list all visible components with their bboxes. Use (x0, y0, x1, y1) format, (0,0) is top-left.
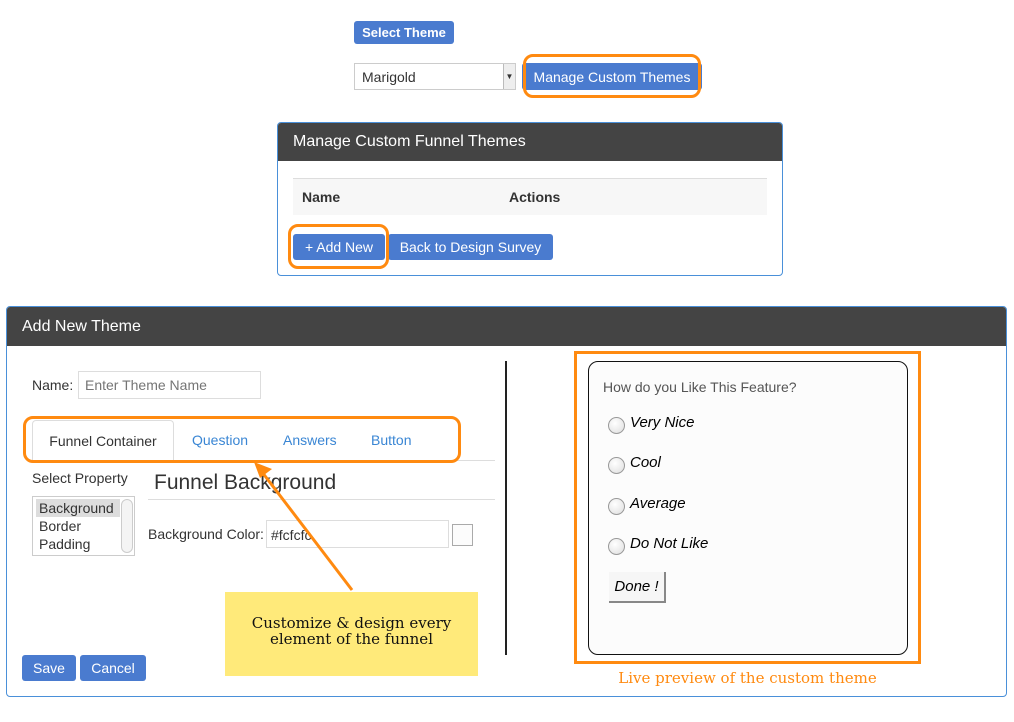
property-item[interactable]: Background (36, 499, 120, 517)
radio-button[interactable] (608, 417, 625, 434)
themes-table-header: Name Actions (293, 178, 767, 215)
property-tabs: Funnel Container Question Answers Button (32, 420, 495, 461)
preview-highlight (574, 351, 921, 664)
manage-themes-panel: Manage Custom Funnel Themes Name Actions (277, 122, 783, 276)
done-button[interactable]: Done ! (609, 572, 666, 603)
panel-title: Add New Theme (7, 307, 1006, 346)
option-label: Do Not Like (630, 535, 709, 552)
scrollbar[interactable] (121, 499, 133, 553)
background-color-label: Background Color: (148, 526, 264, 542)
cancel-button[interactable]: Cancel (80, 655, 146, 681)
preview-caption: Live preview of the custom theme (618, 669, 877, 687)
tab-button[interactable]: Button (371, 432, 412, 448)
add-new-button[interactable]: + Add New (293, 234, 385, 260)
column-actions: Actions (509, 189, 561, 205)
back-to-design-survey-button[interactable]: Back to Design Survey (388, 234, 553, 260)
theme-select[interactable]: Marigold ▼ (354, 63, 516, 90)
select-theme-label: Select Theme (354, 21, 454, 44)
column-name: Name (302, 189, 341, 205)
panel-title: Manage Custom Funnel Themes (278, 123, 782, 161)
callout-note: Customize & design every element of the … (225, 592, 478, 676)
tab-funnel-container[interactable]: Funnel Container (32, 420, 174, 461)
chevron-down-icon: ▼ (503, 64, 515, 89)
manage-custom-themes-button[interactable]: Manage Custom Themes (522, 63, 702, 90)
divider (505, 361, 507, 655)
background-color-input[interactable]: #fcfcfc (266, 520, 449, 548)
highlight-box (23, 416, 461, 463)
radio-button[interactable] (608, 498, 625, 515)
save-button[interactable]: Save (22, 655, 76, 681)
highlight-box (523, 54, 701, 98)
select-property-label: Select Property (32, 470, 128, 486)
tab-question[interactable]: Question (192, 432, 249, 448)
option-label: Very Nice (630, 414, 695, 431)
add-theme-panel: Add New Theme (6, 306, 1007, 697)
theme-name-input[interactable] (78, 371, 261, 399)
option-label: Cool (630, 454, 661, 471)
property-list[interactable]: Background Border Padding (32, 496, 135, 556)
radio-button[interactable] (608, 457, 625, 474)
color-picker-icon[interactable] (452, 524, 473, 546)
property-item[interactable]: Padding (39, 536, 91, 552)
radio-button[interactable] (608, 538, 625, 555)
section-title: Funnel Background (148, 471, 495, 500)
property-item[interactable]: Border (39, 518, 82, 534)
option-label: Average (630, 495, 686, 512)
theme-select-value: Marigold (362, 68, 416, 85)
highlight-box (288, 224, 389, 269)
tab-answers[interactable]: Answers (283, 432, 337, 448)
funnel-preview: How do you Like This Feature? Very Nice … (588, 361, 908, 655)
name-label: Name: (32, 377, 74, 393)
preview-question: How do you Like This Feature? (603, 379, 797, 395)
